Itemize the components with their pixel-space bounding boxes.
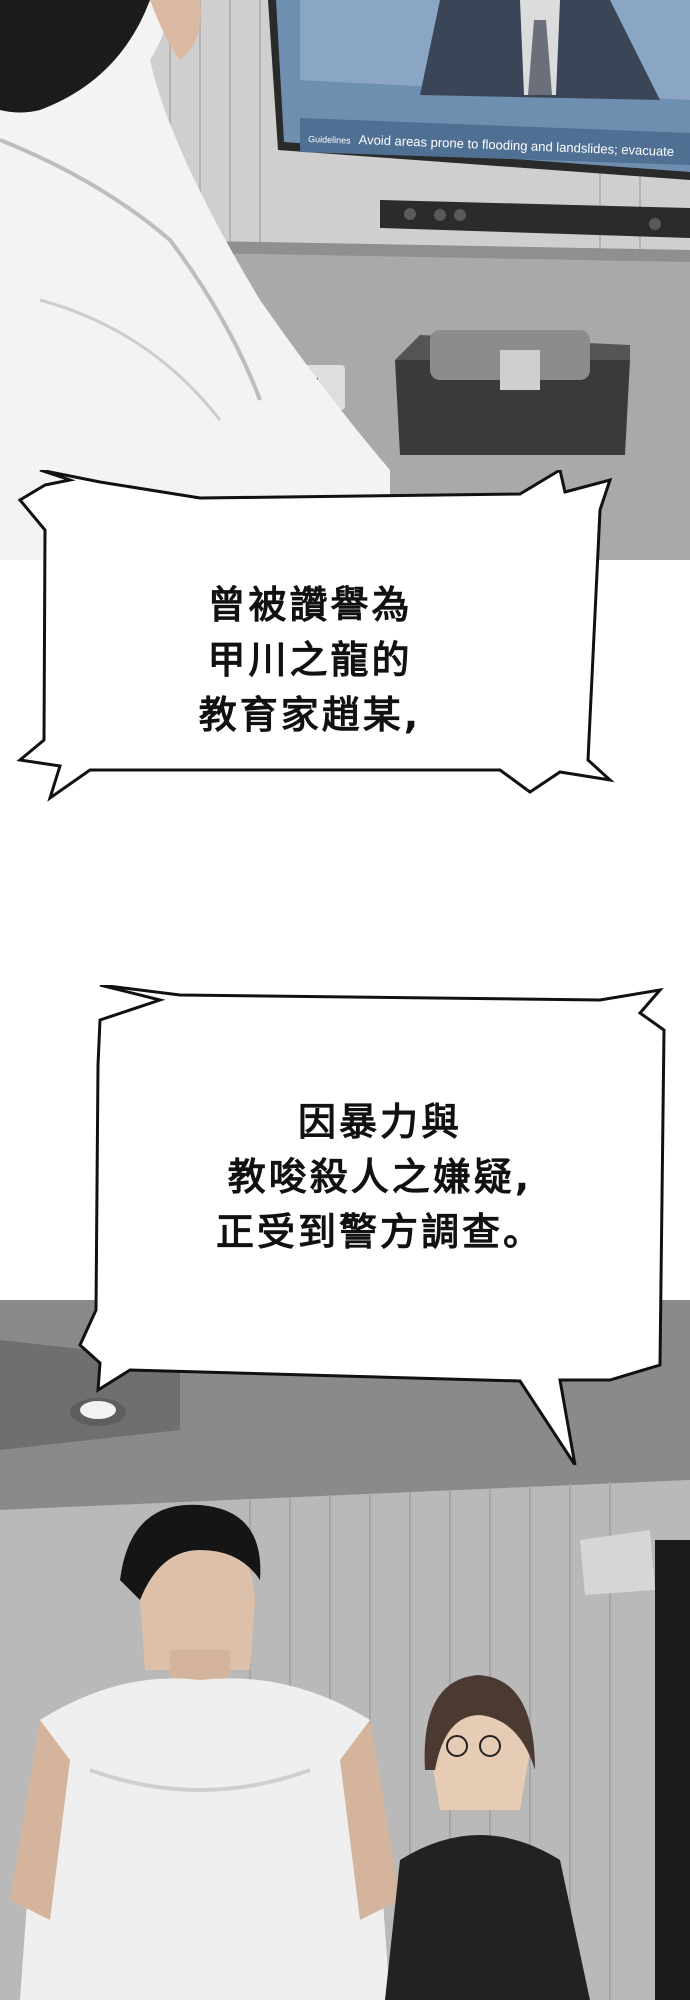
man-hair [120, 1504, 261, 1600]
speech-bubble-1-text: 曾被讚譽為 甲川之龍的 教育家趙某, [140, 578, 480, 743]
news-ticker-tag: Guidelines [307, 134, 351, 146]
speech-bubble-2 [78, 985, 666, 1465]
bubble-2-line-1: 因暴力與 [297, 1100, 462, 1144]
news-ticker-bar [300, 118, 690, 165]
character-hair [0, 0, 150, 113]
character-neck [150, 0, 201, 60]
speech-bubble-2-text: 因暴力與 教唆殺人之嫌疑, 正受到警方調查。 [170, 1095, 590, 1260]
hallway-illustration [0, 1300, 690, 2000]
soundbar [380, 200, 690, 238]
panel-hallway [0, 1300, 690, 2000]
air-vent [580, 1530, 655, 1595]
woman-hair [424, 1675, 535, 1770]
woman-figure [385, 1675, 590, 2000]
woman-jacket [385, 1835, 590, 2000]
bubble-2-line-3: 正受到警方調查。 [215, 1210, 544, 1254]
speech-bubble-1 [16, 470, 615, 802]
av-receiver [395, 360, 630, 455]
bubble-1-line-3: 教育家趙某, [198, 693, 422, 737]
man-tshirt [20, 1678, 390, 2000]
bubble-1-line-1: 曾被讚譽為 [207, 583, 413, 627]
character-back [0, 0, 390, 560]
woman-glasses [446, 1735, 468, 1757]
man-right-arm [340, 1720, 400, 1920]
bubble-1-line-2: 甲川之龍的 [207, 638, 413, 682]
bubble-2-line-2: 教唆殺人之嫌疑, [227, 1155, 533, 1199]
man-figure [10, 1504, 400, 2000]
tv-screen [268, 0, 690, 180]
man-left-arm [10, 1720, 70, 1920]
doorway [655, 1540, 690, 2000]
